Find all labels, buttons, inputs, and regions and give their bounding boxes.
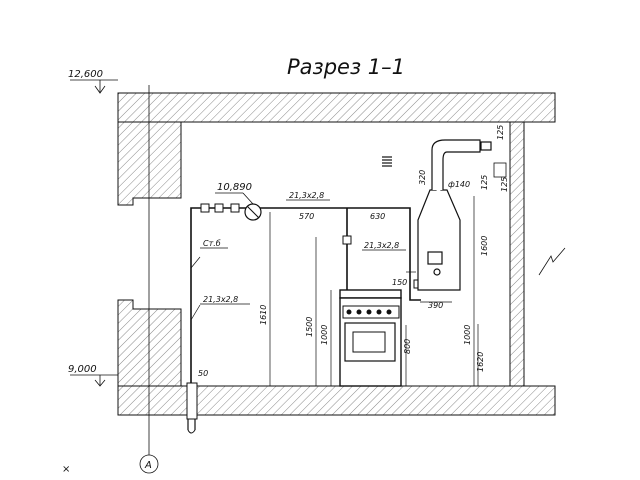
stove-branch: 150 <box>392 278 407 287</box>
main-spec: 21,3х2,8 <box>289 191 324 200</box>
level-top: 12,600 <box>68 69 118 94</box>
dim-1000-left: 1000 <box>320 325 329 345</box>
level-bottom: 9,000 <box>68 364 118 387</box>
axis-label: А <box>144 460 152 471</box>
dim-800: 800 <box>403 339 412 354</box>
axis-bubble <box>139 454 159 474</box>
dim-riser-height: 1610 <box>259 305 268 325</box>
ceiling-slab <box>117 92 556 123</box>
break-line <box>538 247 566 276</box>
corner-mark: × <box>62 464 70 475</box>
dim-1620: 1620 <box>476 352 485 372</box>
dim-1600: 1600 <box>480 236 489 256</box>
dim-125-b: 125 <box>500 177 509 192</box>
dim-1500: 1500 <box>305 317 314 337</box>
dim-125-c: 125 <box>496 125 505 140</box>
vent-box <box>493 162 507 178</box>
gas-stove <box>339 289 402 387</box>
level-top-text: 12,600 <box>68 69 103 80</box>
dim-140: ф140 <box>448 180 470 189</box>
level-bottom-text: 9,000 <box>68 364 97 375</box>
left-wall-upper <box>117 121 182 206</box>
segment-2: 630 <box>370 212 385 221</box>
dim-1000-right: 1000 <box>463 325 472 345</box>
dimension-values: 1610 1500 1000 800 1000 1600 1620 390 32… <box>198 125 509 378</box>
dimension-lines <box>190 196 479 386</box>
right-wall <box>509 121 525 387</box>
dim-390: 390 <box>428 301 443 310</box>
gas-pipe-level: 10,890 <box>217 182 252 193</box>
drawing-title: Разрез 1–1 <box>287 55 405 79</box>
dim-50: 50 <box>198 369 208 378</box>
walls <box>117 92 556 416</box>
vent-grille <box>382 156 392 167</box>
water-heater <box>417 139 492 291</box>
floor-slab <box>117 385 556 416</box>
segment-1: 570 <box>299 212 314 221</box>
stove-spec: 21,3х2,8 <box>364 241 399 250</box>
pipe-labels: Ст.б 21,3х2,8 21,3х2,8 21,3х2,8 570 630 … <box>200 191 407 305</box>
riser-spec: 21,3х2,8 <box>203 295 238 304</box>
gas-meter: 10,890 <box>215 182 262 221</box>
sleeve-label: Ст.б <box>203 239 221 248</box>
left-wall-lower <box>117 299 182 387</box>
pipe-sleeve <box>186 382 198 420</box>
dim-320: 320 <box>418 170 427 185</box>
dim-125-a: 125 <box>480 175 489 190</box>
